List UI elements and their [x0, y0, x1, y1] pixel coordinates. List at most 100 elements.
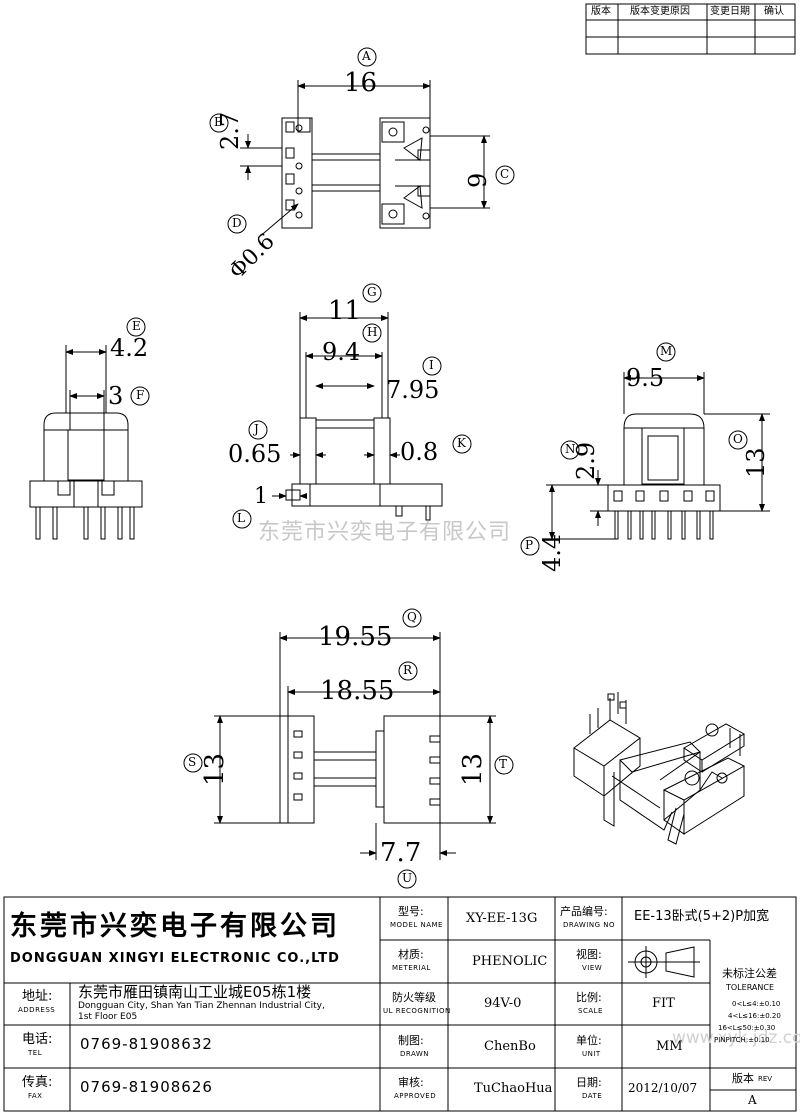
dim-s: 13 [200, 752, 230, 786]
dim-o: 13 [742, 447, 770, 478]
tolerance-row-4: PINPITCH:±0.10 [714, 1036, 770, 1044]
dim-r: 18.55 [320, 676, 395, 706]
tolerance-sub: TOLERANCE [726, 983, 775, 992]
callout-j: J [254, 422, 259, 436]
callout-c: C [500, 167, 510, 181]
right-view-dims [520, 342, 770, 556]
scale-value: FIT [652, 996, 675, 1011]
top-view-dims [209, 47, 515, 239]
date-label: 日期: [576, 1076, 602, 1089]
material-sub: METERIAL [392, 964, 431, 972]
projection-symbol-icon [628, 946, 700, 978]
material-label: 材质: [398, 948, 424, 961]
fax-sub: FAX [28, 1092, 43, 1100]
scale-label: 比例: [576, 991, 602, 1004]
date-sub: DATE [582, 1092, 603, 1100]
dim-a: 16 [344, 68, 378, 98]
dim-l: 1 [254, 484, 268, 509]
dim-p: 4.4 [538, 533, 566, 572]
unit-sub: UNIT [582, 1050, 601, 1058]
left-view [29, 412, 143, 540]
isometric-view [573, 692, 746, 845]
drawn-value: ChenBo [484, 1039, 536, 1054]
callout-e: E [132, 319, 141, 333]
tel-value: 0769-81908632 [80, 1035, 213, 1053]
callout-f: F [136, 388, 145, 402]
drawing-no-label: 产品编号: [560, 905, 608, 918]
dim-f: 3 [108, 382, 124, 410]
rev-header-reason: 版本变更原因 [630, 6, 690, 17]
dim-g: 11 [328, 296, 362, 326]
rev-header-date: 变更日期 [710, 6, 750, 17]
tolerance-row-2: 4<L≤16:±0.20 [728, 1012, 781, 1020]
model-value: XY-EE-13G [466, 911, 538, 926]
rev-sub: REV [758, 1075, 773, 1083]
right-view [607, 413, 721, 540]
view-sub: VIEW [582, 964, 603, 972]
approved-label: 审核: [398, 1076, 424, 1089]
callout-b: B [214, 115, 223, 129]
bottom-view-dims [183, 608, 514, 889]
title-block-grid [3, 896, 797, 1112]
callout-p: P [525, 538, 534, 552]
dim-b: 2.7 [216, 111, 244, 150]
left-view-dims [65, 317, 150, 430]
fax-label: 传真: [22, 1075, 53, 1090]
approved-value: TuChaoHua [474, 1081, 553, 1096]
bottom-view [279, 715, 441, 824]
dim-t: 13 [458, 752, 488, 786]
drawn-sub: DRAWN [400, 1050, 430, 1058]
fire-sub: UL RECOGNITION [383, 1007, 451, 1015]
callout-l: L [237, 511, 245, 525]
fire-value: 94V-0 [484, 996, 522, 1011]
fire-label: 防火等级 [392, 991, 436, 1004]
dim-i: 7.95 [386, 376, 440, 404]
callout-n: N [565, 442, 576, 456]
watermark: 东莞市兴奕电子有限公司 [258, 520, 512, 545]
callout-r: R [403, 663, 413, 677]
tel-sub: TEL [28, 1049, 43, 1057]
callout-t: T [499, 757, 508, 771]
callout-s: S [188, 755, 197, 769]
address-cn: 东莞市雁田镇南山工业城E05栋1楼 [78, 983, 312, 1001]
tolerance-row-3: 16<L≤50:±0.30 [718, 1024, 776, 1032]
front-view-dims [232, 283, 472, 529]
callout-k: K [457, 436, 466, 450]
dim-q: 19.55 [318, 622, 393, 652]
model-label: 型号: [398, 905, 424, 918]
approved-sub: APPROVED [394, 1092, 437, 1100]
dim-k: 0.8 [400, 438, 439, 466]
fax-value: 0769-81908626 [80, 1078, 213, 1096]
unit-value: MM [656, 1039, 683, 1054]
dim-m: 9.5 [626, 364, 665, 392]
address-en-2: 1st Floor E05 [78, 1012, 138, 1022]
callout-i: I [429, 358, 434, 372]
callout-a: A [362, 49, 371, 63]
callout-u: U [402, 871, 413, 885]
view-label: 视图: [576, 948, 602, 961]
rev-header-confirm: 确认 [764, 6, 784, 17]
drawing-no-value: EE-13卧式(5+2)P加宽 [634, 909, 770, 924]
unit-label: 单位: [576, 1034, 602, 1047]
front-view [285, 417, 443, 521]
address-en-1: Dongguan City, Shan Yan Tian Zhennan Ind… [78, 1001, 325, 1011]
dim-n: 2.9 [572, 441, 600, 480]
address-sub: ADDRESS [18, 1006, 56, 1014]
rev-header-version: 版本 [591, 6, 611, 17]
rev-value: A [748, 1093, 757, 1107]
callout-d: D [232, 216, 242, 230]
corner-watermark: www.xyk jdz.com [672, 1028, 800, 1048]
scale-sub: SCALE [578, 1007, 603, 1015]
tolerance-row-1: 0<L≤4:±0.10 [732, 1000, 781, 1008]
callout-m: M [660, 344, 673, 358]
drawing-no-sub: DRAWING NO [563, 921, 615, 929]
callout-q: Q [407, 610, 417, 624]
tel-label: 电话: [22, 1032, 53, 1047]
top-view [281, 117, 431, 229]
revision-table-grid [585, 3, 796, 55]
dim-e: 4.2 [110, 334, 149, 362]
callout-o: O [733, 432, 743, 446]
callout-h: H [367, 325, 378, 339]
date-value: 2012/10/07 [628, 1081, 698, 1095]
